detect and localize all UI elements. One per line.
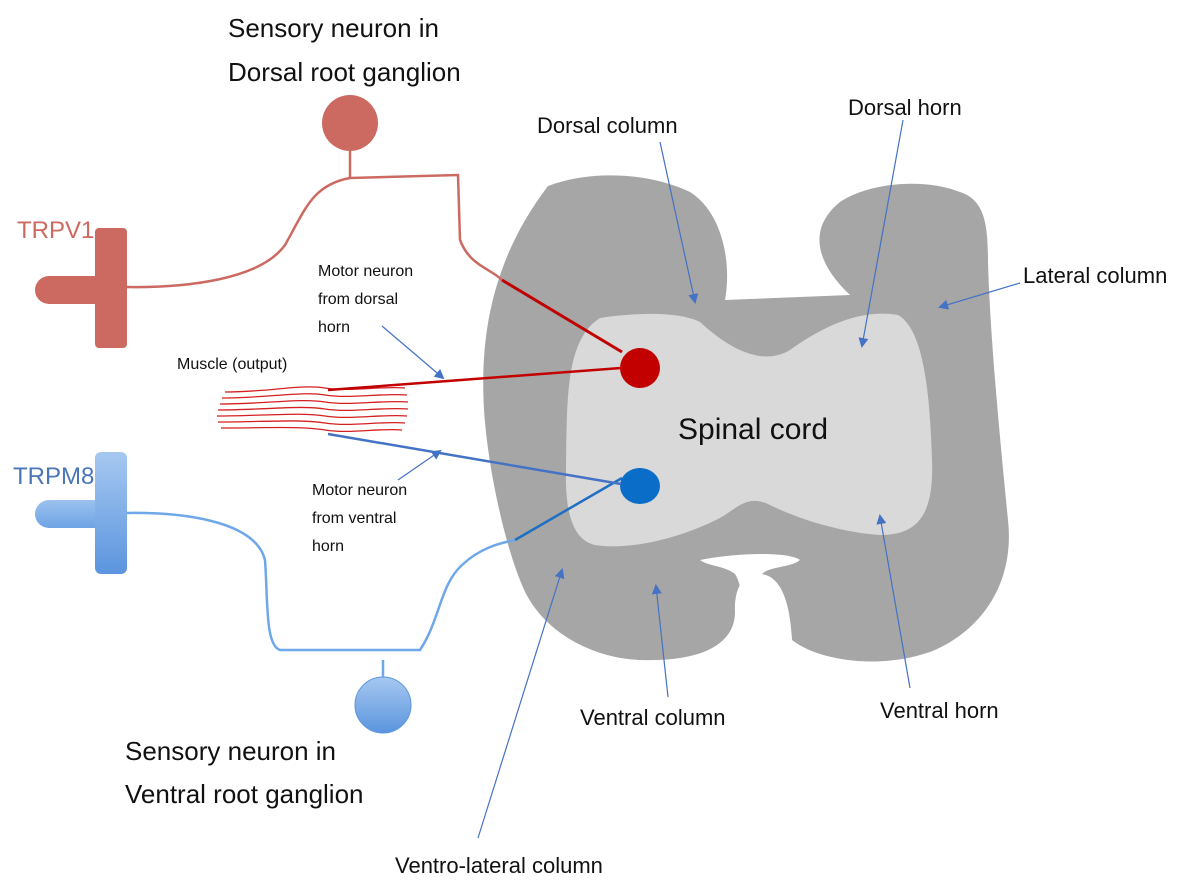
sensory-dorsal-label-line2: Dorsal root ganglion (228, 52, 461, 92)
ventral-motor-neuron-cell (620, 468, 660, 504)
muscle-fibers (217, 387, 408, 432)
motor-dorsal-line3: horn (318, 315, 350, 341)
ventral-root-ganglion-cell (355, 677, 411, 733)
trpm8-label: TRPM8 (13, 463, 94, 491)
motor-ventral-line2: from ventral (312, 506, 396, 532)
muscle-label: Muscle (output) (177, 356, 287, 374)
ventro-lateral-column-label: Ventro-lateral column (395, 853, 603, 879)
sensory-ventral-label-line1: Sensory neuron in (125, 731, 336, 771)
trpm8-receptor-body (95, 452, 127, 574)
motor-dorsal-line1: Motor neuron (318, 259, 413, 285)
dorsal-sensory-axon (125, 175, 502, 287)
motor-ventral-line1: Motor neuron (312, 478, 407, 504)
dorsal-column-label: Dorsal column (537, 113, 678, 139)
motor-dorsal-pointer (382, 326, 443, 378)
dorsal-root-ganglion-cell (322, 95, 378, 151)
lateral-column-label: Lateral column (1023, 263, 1167, 289)
ventro-lateral-pointer (478, 570, 562, 838)
dorsal-horn-label: Dorsal horn (848, 95, 962, 121)
sensory-ventral-label-line2: Ventral root ganglion (125, 774, 364, 814)
sensory-dorsal-label-line1: Sensory neuron in (228, 8, 439, 48)
motor-dorsal-line2: from dorsal (318, 287, 398, 313)
trpv1-receptor-body (95, 228, 127, 348)
ventral-horn-label: Ventral horn (880, 698, 999, 724)
motor-ventral-pointer (398, 451, 440, 480)
ventral-column-label: Ventral column (580, 705, 726, 731)
trpv1-label: TRPV1 (17, 217, 94, 245)
dorsal-motor-neuron-cell (620, 348, 660, 388)
spinal-cord-label: Spinal cord (678, 413, 828, 447)
motor-ventral-line3: horn (312, 534, 344, 560)
